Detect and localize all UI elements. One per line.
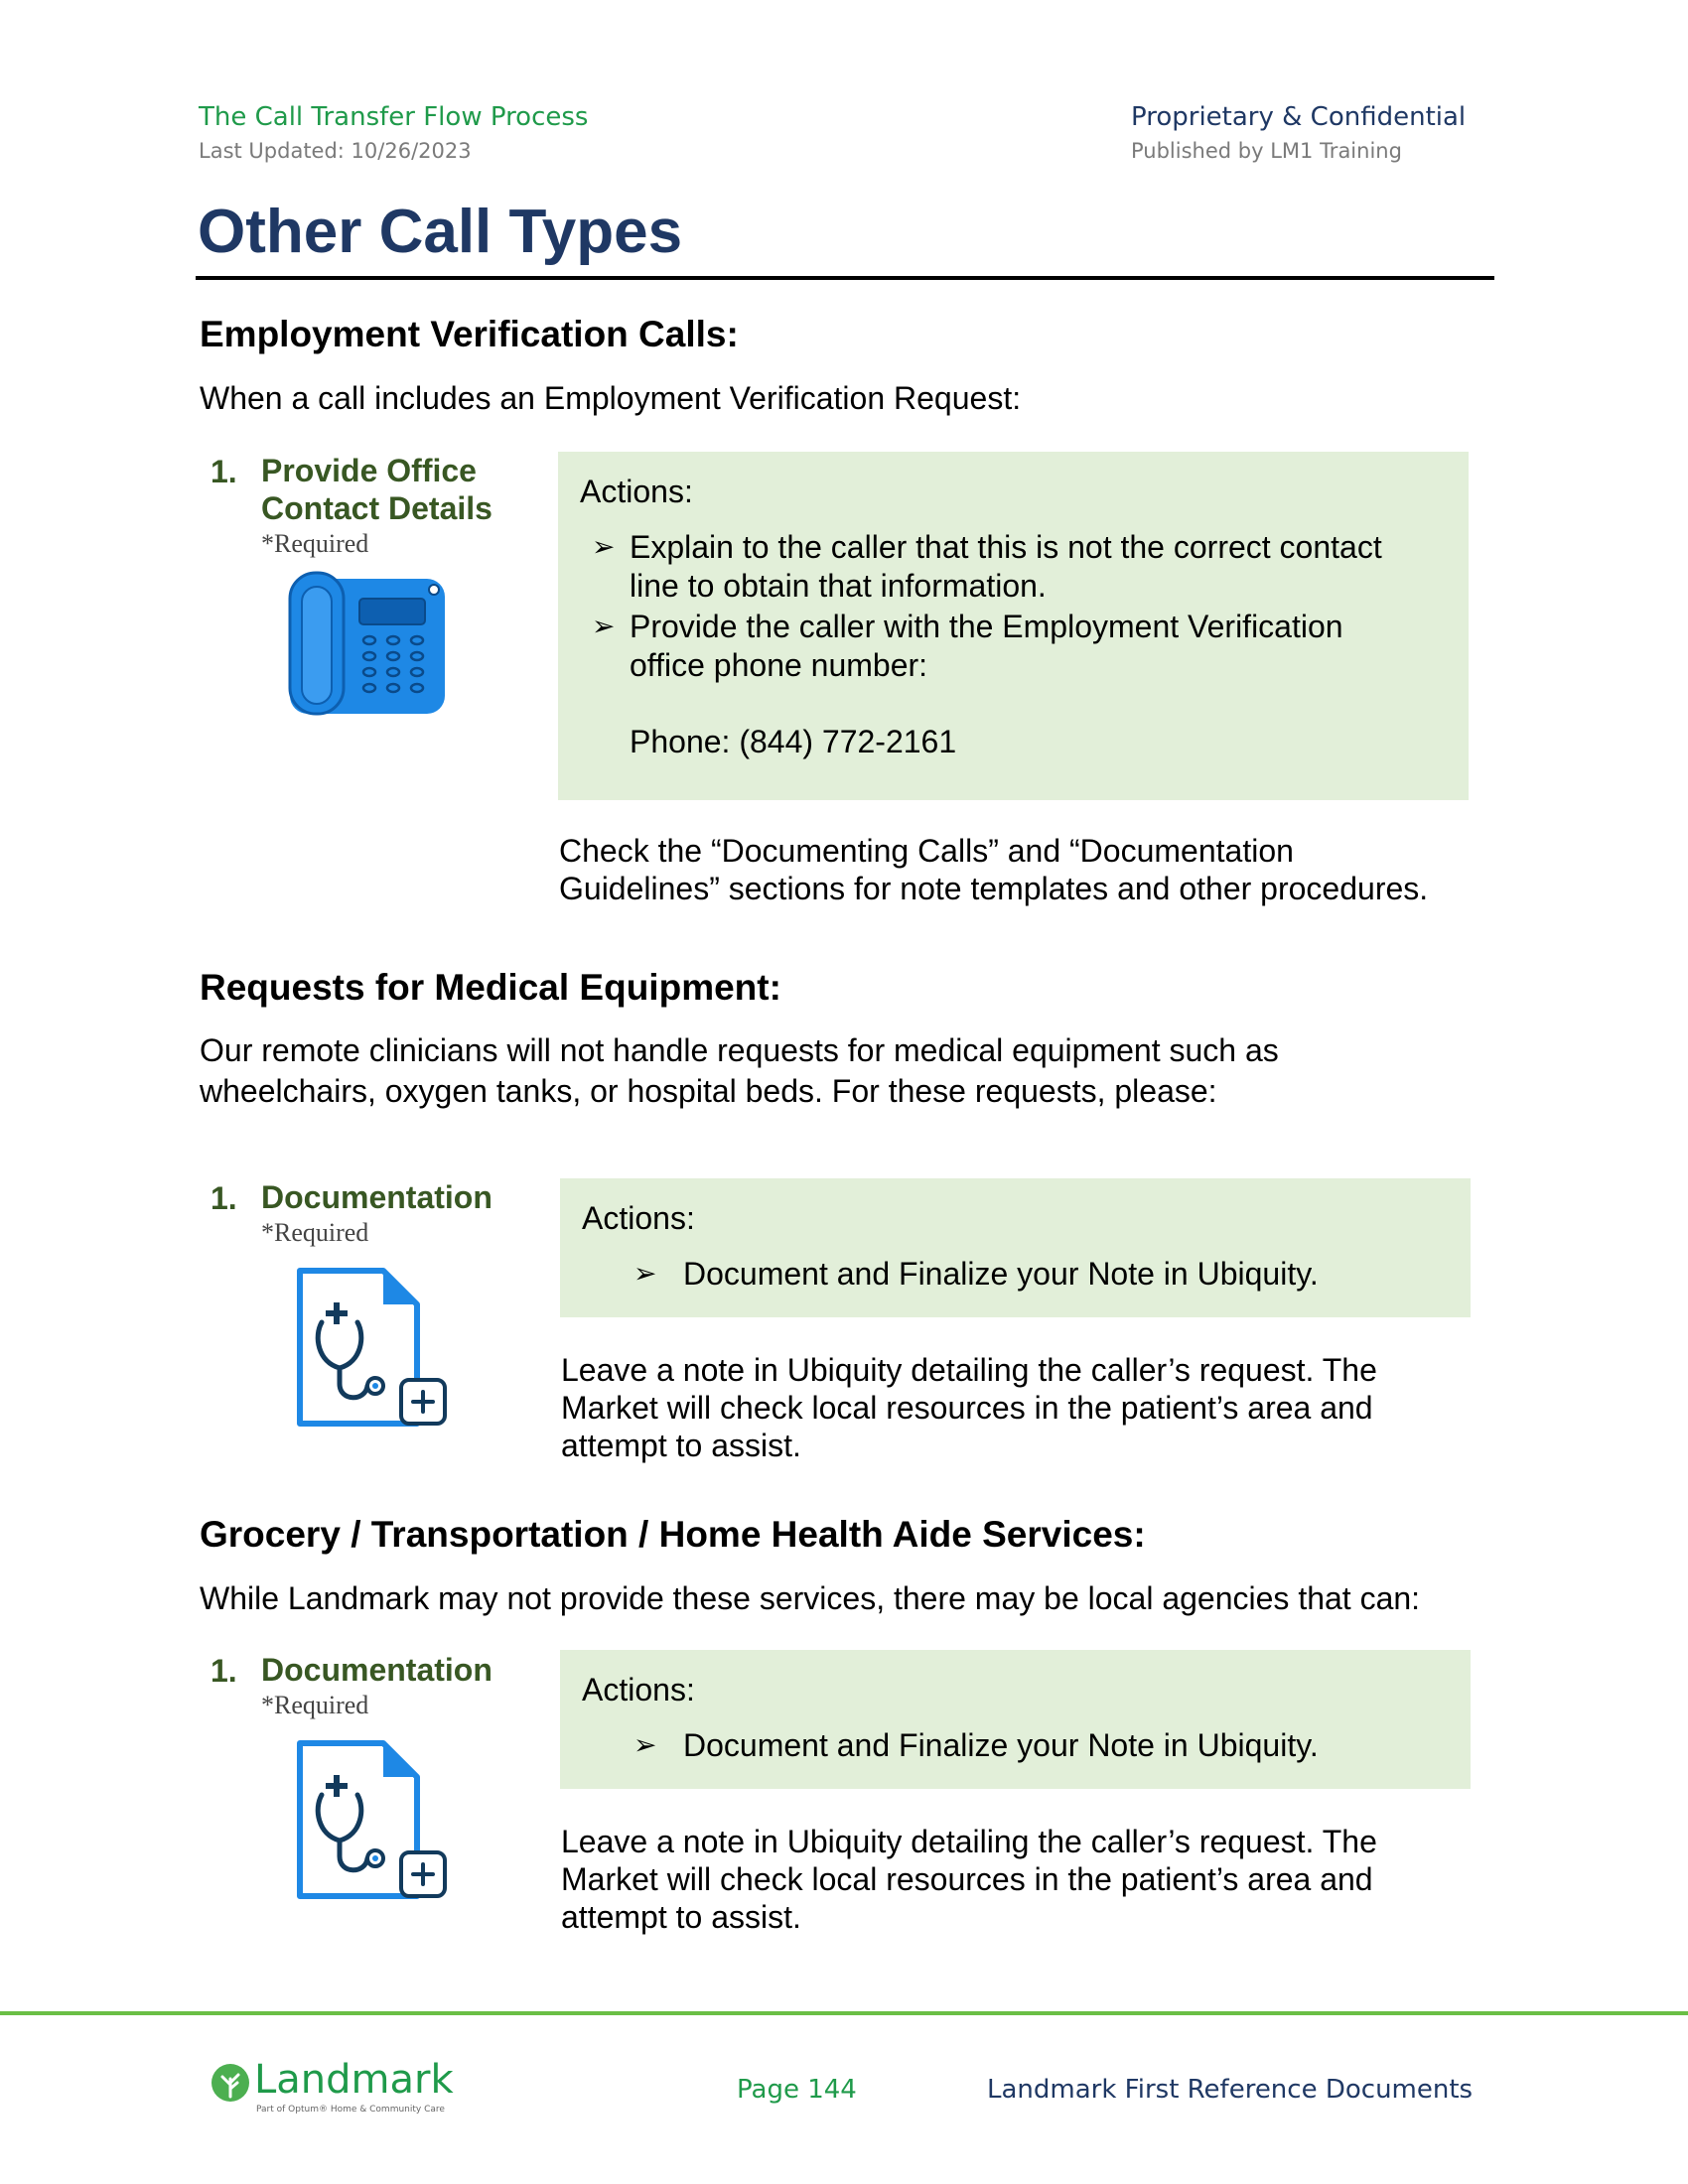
footer-doc-name: Landmark First Reference Documents [987,2075,1474,2105]
tree-icon [211,2064,249,2102]
medical-heading: Requests for Medical Equipment: [200,967,781,1008]
medical-step-number: 1. [211,1180,237,1216]
employment-action-2-line2: office phone number: [630,647,928,683]
employment-action-1-line2: line to obtain that information. [630,568,1047,604]
grocery-note: Leave a note in Ubiquity detailing the c… [561,1823,1377,1936]
employment-required-label: *Required [261,529,369,558]
grocery-actions-label: Actions: [582,1672,695,1707]
medical-intro-line2: wheelchairs, oxygen tanks, or hospital b… [200,1073,1217,1109]
header-published-by: Published by LM1 Training [1131,139,1402,163]
medical-document-icon [296,1267,449,1428]
employment-note-line2: Guidelines” sections for note templates … [559,871,1429,906]
medical-action-1-text: Document and Finalize your Note in Ubiqu… [683,1256,1319,1292]
employment-action-2: ➢ Provide the caller with the Employment… [592,608,1464,685]
landmark-logo: Landmark Part of Optum® Home & Community… [211,2057,454,2118]
arrow-bullet-icon: ➢ [633,1729,657,1760]
employment-intro: When a call includes an Employment Verif… [200,380,1022,416]
logo-subtitle: Part of Optum® Home & Community Care [256,2105,445,2115]
title-rule [196,276,1494,280]
footer-page-number: Page 144 [737,2075,857,2105]
employment-step-number: 1. [211,454,237,489]
medical-document-icon [296,1739,449,1900]
medical-step-title: Documentation [261,1179,492,1215]
employment-action-1-line1: Explain to the caller that this is not t… [630,529,1382,565]
grocery-step-title: Documentation [261,1652,492,1688]
medical-note: Leave a note in Ubiquity detailing the c… [561,1351,1377,1464]
medical-note-line1: Leave a note in Ubiquity detailing the c… [561,1352,1377,1388]
arrow-bullet-icon: ➢ [592,531,616,562]
header-doc-title: The Call Transfer Flow Process [199,102,589,132]
arrow-bullet-icon: ➢ [592,611,616,641]
medical-actions-box: Actions: ➢ Document and Finalize your No… [560,1178,1471,1317]
medical-intro: Our remote clinicians will not handle re… [200,1030,1279,1112]
grocery-step-number: 1. [211,1653,237,1689]
arrow-bullet-icon: ➢ [633,1258,657,1289]
employment-actions-label: Actions: [580,474,693,509]
grocery-required-label: *Required [261,1691,369,1719]
employment-step-title-line1: Provide Office [261,453,477,488]
employment-step-title: Provide Office Contact Details [261,452,492,527]
grocery-action-1-text: Document and Finalize your Note in Ubiqu… [683,1727,1319,1763]
employment-step-title-line2: Contact Details [261,490,492,526]
grocery-note-line2: Market will check local resources in the… [561,1861,1373,1897]
medical-note-line3: attempt to assist. [561,1428,801,1463]
employment-note-line1: Check the “Documenting Calls” and “Docum… [559,833,1294,869]
grocery-intro: While Landmark may not provide these ser… [200,1580,1421,1616]
header-last-updated: Last Updated: 10/26/2023 [199,139,472,163]
logo-wordmark: Landmark [254,2057,454,2103]
employment-actions-box: Actions: ➢ Explain to the caller that th… [558,452,1469,800]
grocery-heading: Grocery / Transportation / Home Health A… [200,1514,1146,1555]
grocery-action-1: ➢ Document and Finalize your Note in Ubi… [633,1726,1458,1765]
medical-note-line2: Market will check local resources in the… [561,1390,1373,1426]
grocery-note-line1: Leave a note in Ubiquity detailing the c… [561,1824,1377,1859]
grocery-actions-box: Actions: ➢ Document and Finalize your No… [560,1650,1471,1789]
employment-action-2-line1: Provide the caller with the Employment V… [630,609,1343,644]
medical-intro-line1: Our remote clinicians will not handle re… [200,1032,1279,1068]
employment-phone-number: Phone: (844) 772-2161 [630,724,957,759]
grocery-note-line3: attempt to assist. [561,1899,801,1935]
header-confidential: Proprietary & Confidential [1131,102,1467,132]
footer-rule [0,2011,1688,2015]
medical-required-label: *Required [261,1218,369,1247]
employment-heading: Employment Verification Calls: [200,314,739,354]
desk-phone-icon [288,571,447,716]
employment-action-1: ➢ Explain to the caller that this is not… [592,528,1464,606]
medical-actions-label: Actions: [582,1200,695,1236]
page-title: Other Call Types [198,198,683,266]
medical-action-1: ➢ Document and Finalize your Note in Ubi… [633,1255,1458,1294]
employment-note: Check the “Documenting Calls” and “Docum… [559,832,1428,907]
